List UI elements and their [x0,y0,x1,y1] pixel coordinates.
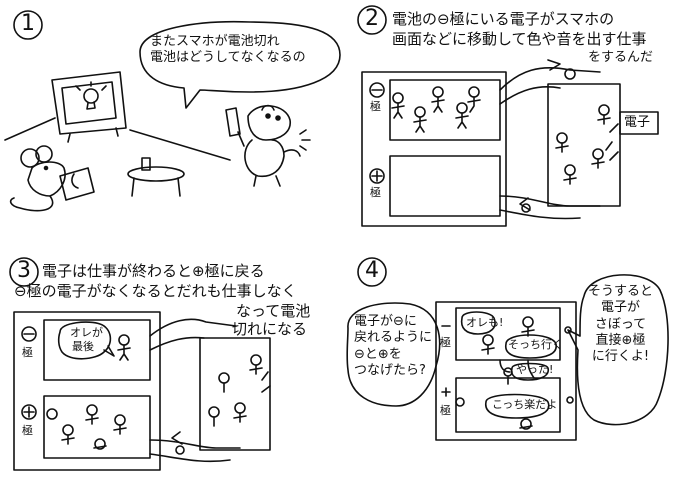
panel-2-plus-label: 極 [370,186,381,199]
panel-4-left-bubble-shape [346,302,441,407]
panel-2-caption-line-1: 電池の⊖極にいる電子がスマホの [392,10,615,28]
panel-1-number: 1 [21,11,35,36]
tv [51,71,127,143]
panel-3-battery-diagram [13,311,271,471]
panel-4-right-bubble: そうすると 電子が さぼって 直接⊕極 に行くよ! [588,284,653,365]
panel-4-bubble-yatta: やった! [516,363,554,376]
panel-2-minus-label: 極 [370,100,381,113]
panel-3-minus-label: 極 [22,346,33,359]
panel-2-caption-line-3: をするんだ [588,50,654,65]
panel-3-caption-line-3: なって電池 [236,302,311,320]
panel-4-right-line-3: さぼって [594,316,647,332]
panel-3-electrons [46,334,271,455]
panel-4-bubble-ore: オレも! [466,316,504,329]
panel-3-number-circle [9,257,39,287]
panel-2-battery-diagram [361,59,659,227]
coffee-table [127,157,185,197]
panel-3-caption-line-1: 電子は仕事が終わると⊕極に戻る [42,262,265,280]
panel-3-bubble-line-1: オレが [70,326,103,339]
panel-4-left-line-3: ⊖と⊕を [354,346,402,362]
panel-4-bubble-kocchi: こっち楽だよ [492,398,558,411]
panel-3-bubble-line-2: 最後 [72,340,94,353]
panel-4-right-line-5: に行くよ! [591,349,650,364]
panel-4-left-line-4: つなげたら? [354,362,426,378]
panel-1-number-circle [13,10,43,40]
panel-4-number: 4 [365,258,379,283]
panel-4-right-line-1: そうすると [588,284,654,299]
panel-1-speech-line-1: またスマホが電池切れ [150,34,280,49]
panel-4-right-line-2: 電子が [601,300,641,316]
panel-1-speech-bubble-shape [139,20,341,109]
panel-4-number-circle [357,257,387,287]
room-wall-line [4,117,56,141]
panel-3-caption-line-4: 切れになる [232,320,308,338]
panel-4-left-line-1: 電子が⊖に [354,314,417,329]
panel-3-caption-line-2: ⊖極の電子がなくなるとだれも仕事しなく [14,282,297,300]
room-floor-line [129,129,231,161]
panel-4-battery-diagram [435,301,577,441]
panel-3-plus-label: 極 [22,424,33,437]
mouse-character [9,145,95,212]
panel-4-bubble-socchi: そっち行く [508,338,563,351]
panel-4-left-line-2: 戻れるように [354,330,433,346]
panel-1-speech-line-2: 電池はどうしてなくなるの [150,50,306,66]
panel-2-number-circle [357,5,387,35]
panel-4-right-line-4: 直接⊕極 [595,332,646,348]
panel-4-left-bubble: 電子が⊖に 戻れるように ⊖と⊕を つなげたら? [354,314,432,379]
pet-character-with-phone [225,104,311,187]
panel-4-minus-label: 極 [440,336,451,349]
panel-3-number: 3 [17,258,31,283]
panel-2-electrons [391,68,611,213]
panel-1-speech-bubble: またスマホが電池切れ 電池はどうしてなくなるの [150,34,306,67]
panel-4-electrons [455,316,574,430]
panel-2-caption-line-2: 画面などに移動して色や音を出す仕事 [392,30,647,48]
panel-2-number: 2 [365,6,379,31]
panel-4-right-bubble-shape [567,274,669,426]
panel-4-plus-label: 極 [440,404,451,417]
panel-2-device-label: 電子 [624,115,651,130]
